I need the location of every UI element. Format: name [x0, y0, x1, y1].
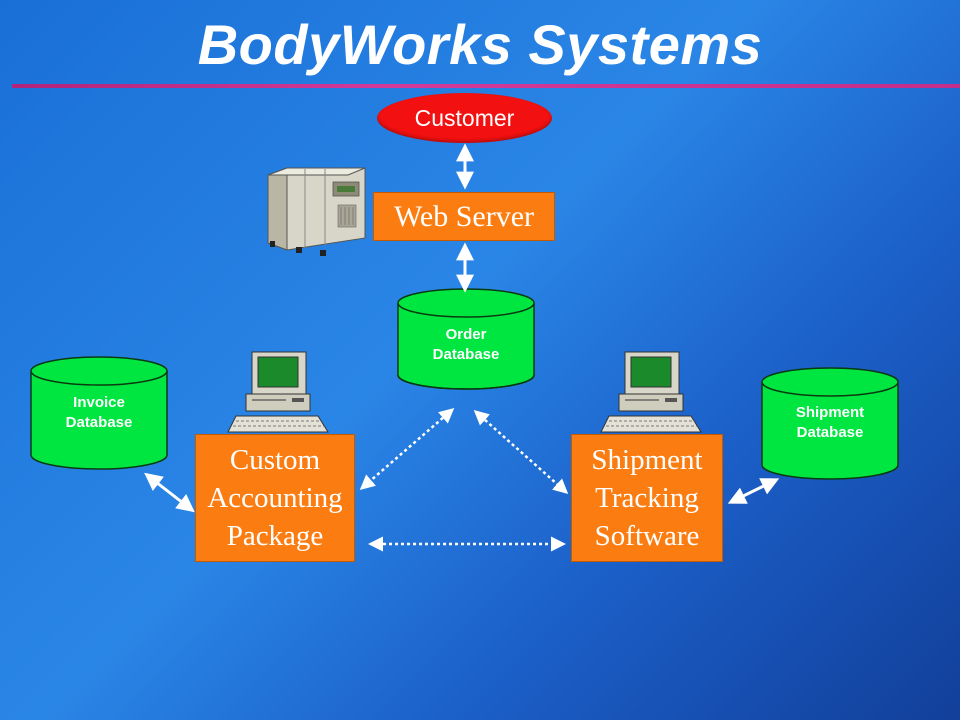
order-database-label: Order Database [398, 325, 534, 365]
invoice-db-line-2: Database [65, 414, 133, 431]
order-database [397, 288, 535, 390]
server-icon [267, 167, 366, 256]
tracking-label-line-3: Software [594, 520, 700, 552]
arrow-tracking-shipmentdb [727, 478, 780, 504]
title-divider [12, 84, 960, 88]
page-title: BodyWorks Systems [197, 13, 763, 76]
workstation-icon [600, 351, 702, 433]
order-db-line-2: Database [432, 346, 500, 363]
shipment-db-line-2: Database [796, 424, 864, 441]
shipment-tracking-node: Shipment Tracking Software [571, 434, 723, 562]
invoice-db-line-1: Invoice [73, 394, 125, 411]
dotted-arrow-orderdb-accounting [359, 408, 455, 490]
shipment-database-label: Shipment Database [762, 403, 898, 443]
web-server-node: Web Server [373, 192, 555, 241]
customer-node: Customer [377, 93, 552, 143]
order-db-line-1: Order [445, 326, 487, 343]
arrow-invoicedb-accounting [144, 472, 195, 513]
shipment-db-line-1: Shipment [795, 404, 865, 421]
invoice-database [30, 356, 168, 470]
tracking-label-line-1: Shipment [591, 444, 703, 476]
shipment-database [761, 367, 899, 480]
invoice-database-label: Invoice Database [31, 393, 167, 433]
dotted-arrow-orderdb-tracking [473, 410, 569, 494]
accounting-label-line-3: Package [226, 520, 324, 552]
workstation-icon [227, 351, 329, 433]
accounting-package-node: Custom Accounting Package [195, 434, 355, 562]
accounting-label-line-1: Custom [229, 444, 321, 476]
tracking-label-line-2: Tracking [595, 482, 699, 514]
accounting-label-line-2: Accounting [207, 482, 343, 514]
